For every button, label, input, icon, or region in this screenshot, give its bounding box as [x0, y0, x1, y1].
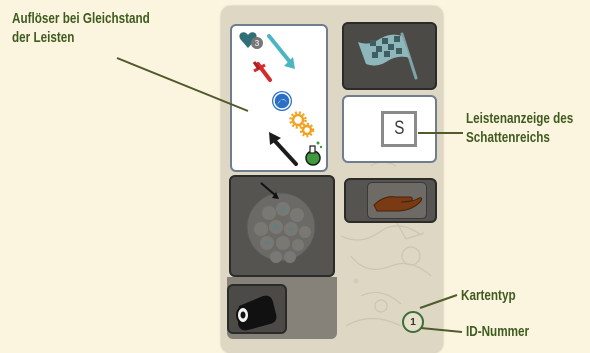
- shadow-track-box: S: [381, 111, 417, 147]
- id-number-label: ID-Nummer: [466, 323, 530, 340]
- card-id-circle: 1: [402, 311, 424, 333]
- shadow-track-symbol: S: [393, 118, 405, 139]
- hand-panel: [344, 178, 437, 223]
- tiebreaker-icons: 3: [239, 32, 323, 166]
- flag-panel: [342, 22, 437, 90]
- game-card[interactable]: 3: [221, 6, 443, 353]
- shadow-track-panel: S: [342, 95, 437, 163]
- shadow-track-label-line2: Schattenreichs: [466, 129, 550, 146]
- shadow-track-label-line1: Leistenanzeige des: [466, 110, 574, 127]
- teal-arrow-icon: [267, 34, 295, 69]
- shadow-track-label: Leistenanzeige des Schattenreichs: [466, 109, 573, 147]
- tiebreaker-label-line1: Auflöser bei Gleichstand: [12, 10, 150, 27]
- checkered-flag-icon: [358, 32, 418, 80]
- tiebreaker-label-line2: der Leisten: [12, 29, 75, 46]
- heart-token-icon: 3: [239, 32, 263, 49]
- hand-inner-box: [367, 182, 427, 219]
- blue-emblem-icon: [272, 91, 292, 111]
- orange-gears-icon: [289, 111, 315, 138]
- rolled-scroll-icon: [236, 295, 277, 331]
- card-type-label: Kartentyp: [461, 287, 516, 304]
- card-id-value: 1: [410, 316, 416, 328]
- action-panel: [227, 284, 287, 334]
- black-arrow-icon: [269, 132, 298, 166]
- open-hand-icon: [373, 196, 423, 212]
- requirement-panel: [229, 175, 335, 277]
- red-sword-icon: [252, 61, 272, 82]
- tiebreaker-panel: 3: [230, 24, 328, 172]
- orb-cluster-icon: [246, 182, 316, 263]
- tiebreaker-label: Auflöser bei Gleichstand der Leisten: [12, 9, 150, 47]
- heart-token-value: 3: [255, 39, 260, 48]
- green-potion-icon: [305, 141, 323, 166]
